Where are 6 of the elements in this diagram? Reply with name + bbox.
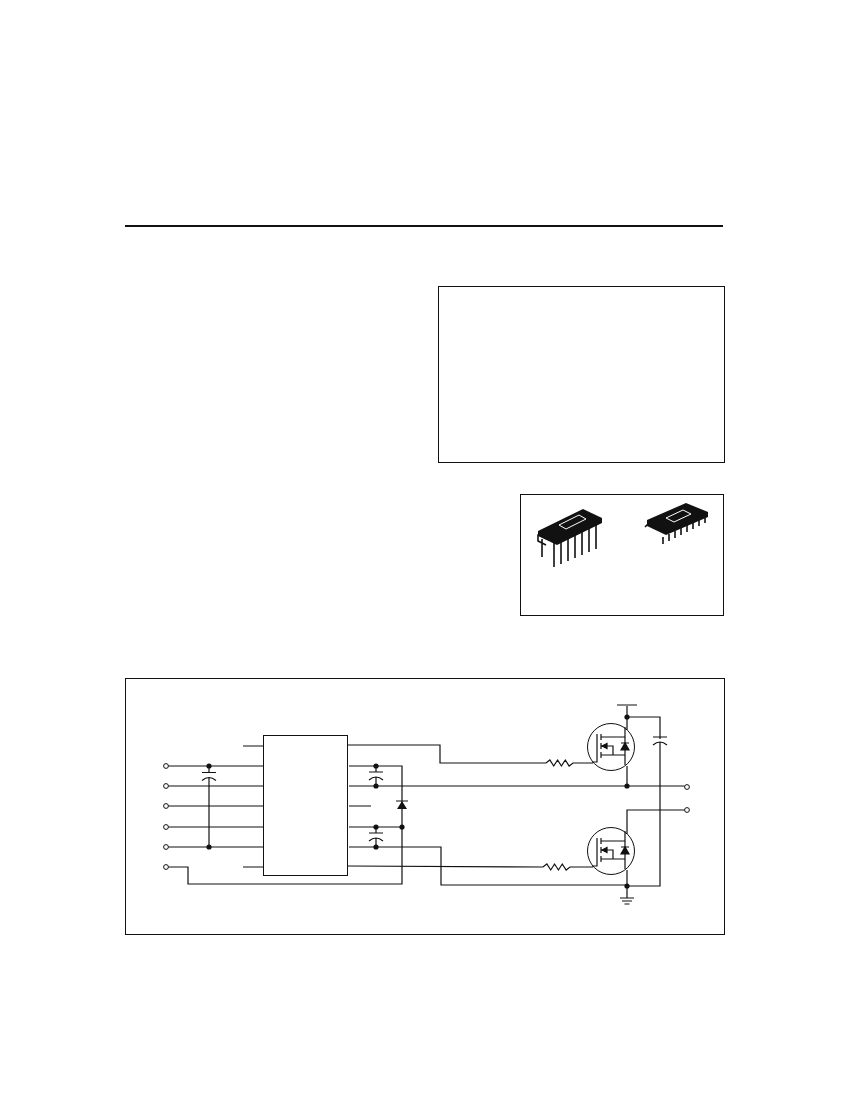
panel-box (125, 678, 725, 935)
panel-box (520, 494, 724, 616)
gate-wire (347, 744, 594, 768)
ic-chip-box (262, 734, 348, 876)
panel-box (438, 286, 725, 463)
gate-wire (347, 862, 594, 872)
